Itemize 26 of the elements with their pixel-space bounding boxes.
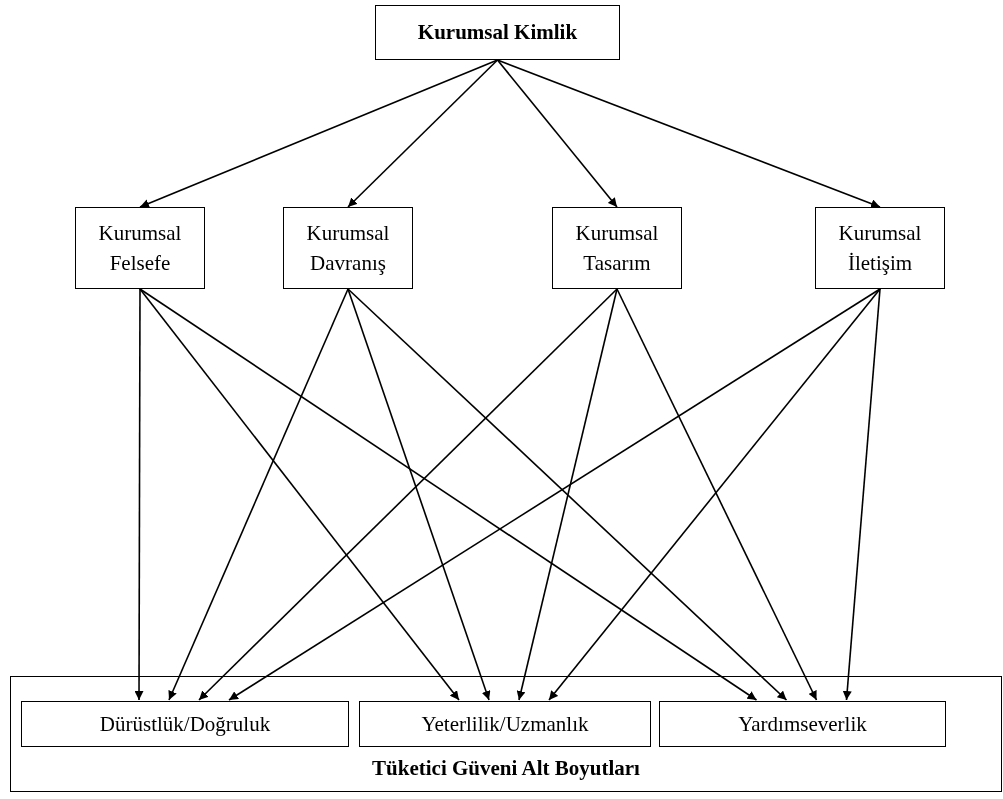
arrow xyxy=(139,59,499,208)
process-box: Kurumsal Felsefe xyxy=(75,207,205,289)
group-box xyxy=(10,676,1002,792)
arrow xyxy=(616,288,818,701)
process-box: Kurumsal Tasarım xyxy=(552,207,682,289)
arrow xyxy=(134,288,144,701)
arrow xyxy=(347,59,499,208)
arrow xyxy=(496,59,881,208)
arrow xyxy=(139,288,758,701)
arrow xyxy=(496,59,618,208)
arrow xyxy=(168,288,349,701)
arrow xyxy=(198,288,618,701)
process-box: Kurumsal Davranış xyxy=(283,207,413,289)
arrow xyxy=(347,288,788,701)
process-box: Kurumsal İletişim xyxy=(815,207,945,289)
arrow xyxy=(347,288,491,701)
arrow xyxy=(548,288,881,701)
arrow xyxy=(842,288,881,701)
process-box: Dürüstlük/Doğruluk xyxy=(21,701,349,747)
arrow xyxy=(139,288,460,701)
arrow xyxy=(228,288,881,701)
arrow xyxy=(516,288,618,701)
process-box: Yeterlilik/Uzmanlık xyxy=(359,701,651,747)
process-box: Kurumsal Kimlik xyxy=(375,5,620,60)
group-title: Tüketici Güveni Alt Boyutları xyxy=(371,754,641,782)
process-box: Yardımseverlik xyxy=(659,701,946,747)
